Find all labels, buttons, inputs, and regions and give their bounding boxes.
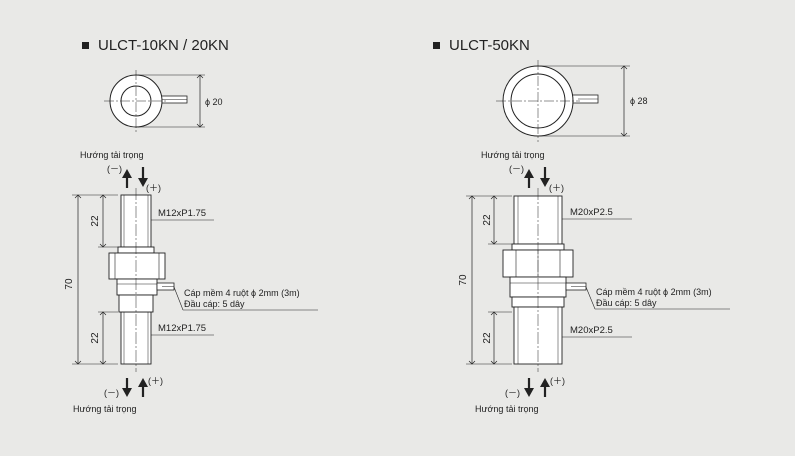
left-plus-top: (＋) [146, 183, 161, 193]
left-top-thread-spec: M12xP1.75 [158, 208, 206, 219]
right-bottom-thread-length: 22 [482, 332, 493, 344]
left-top-view: ϕ 20 [104, 70, 223, 132]
left-diameter-label: ϕ 20 [205, 97, 223, 107]
square-bullet-icon [433, 42, 440, 49]
right-top-thread-length: 22 [482, 214, 493, 226]
right-up-arrow-bottom-icon [540, 378, 550, 397]
right-down-arrow-icon [540, 167, 550, 187]
right-down-arrow-bottom-icon [524, 378, 534, 397]
right-overall-length: 70 [458, 274, 469, 286]
right-minus-top: (－) [509, 164, 524, 174]
left-plus-bottom: (＋) [148, 376, 163, 386]
square-bullet-icon [82, 42, 89, 49]
left-cable-end: Đầu cáp: 5 dây [184, 299, 245, 309]
left-body [108, 252, 166, 280]
left-overall-length: 70 [64, 278, 75, 290]
right-cable-spec: Cáp mềm 4 ruột ϕ 2mm (3m) [596, 287, 712, 297]
right-model-title: ULCT-50KN [433, 37, 530, 54]
left-side-view: 70 22 22 M12xP1.75 M12xP1.75 Cáp mềm 4 r… [64, 150, 318, 414]
right-top-thread-spec: M20xP2.5 [570, 207, 613, 218]
left-top-thread-length: 22 [90, 215, 101, 227]
left-down-arrow-bottom-icon [122, 378, 132, 397]
right-plus-bottom: (＋) [550, 376, 565, 386]
left-bottom-thread-length: 22 [90, 332, 101, 344]
left-model-title-text: ULCT-10KN / 20KN [98, 37, 229, 54]
left-model-title: ULCT-10KN / 20KN [82, 37, 229, 54]
right-load-direction-top: Hướng tải trọng [481, 150, 544, 160]
right-bottom-thread-spec: M20xP2.5 [570, 325, 613, 336]
left-model-drawing: ϕ 20 [64, 70, 318, 414]
right-top-view: ϕ 28 [496, 60, 648, 142]
right-load-direction-bottom: Hướng tải trọng [475, 404, 538, 414]
right-up-arrow-icon [524, 169, 534, 188]
right-cable-end: Đầu cáp: 5 dây [596, 298, 657, 308]
left-bottom-thread-spec: M12xP1.75 [158, 323, 206, 334]
right-diameter-label: ϕ 28 [630, 96, 648, 106]
right-side-view: 70 22 22 M20xP2.5 M20xP2.5 Cáp mềm 4 ruộ… [458, 150, 730, 414]
left-up-arrow-bottom-icon [138, 378, 148, 397]
left-up-arrow-icon [122, 169, 132, 188]
left-minus-top: (－) [107, 164, 122, 174]
right-minus-bottom: (－) [505, 388, 520, 398]
right-plus-top: (＋) [549, 183, 564, 193]
left-cable-spec: Cáp mềm 4 ruột ϕ 2mm (3m) [184, 288, 300, 298]
right-model-drawing: ϕ 28 [458, 60, 730, 414]
right-model-title-text: ULCT-50KN [449, 37, 530, 54]
left-load-direction-bottom: Hướng tải trọng [73, 404, 136, 414]
left-down-arrow-icon [138, 167, 148, 187]
left-minus-bottom: (－) [104, 388, 119, 398]
left-load-direction-top: Hướng tải trọng [80, 150, 143, 160]
